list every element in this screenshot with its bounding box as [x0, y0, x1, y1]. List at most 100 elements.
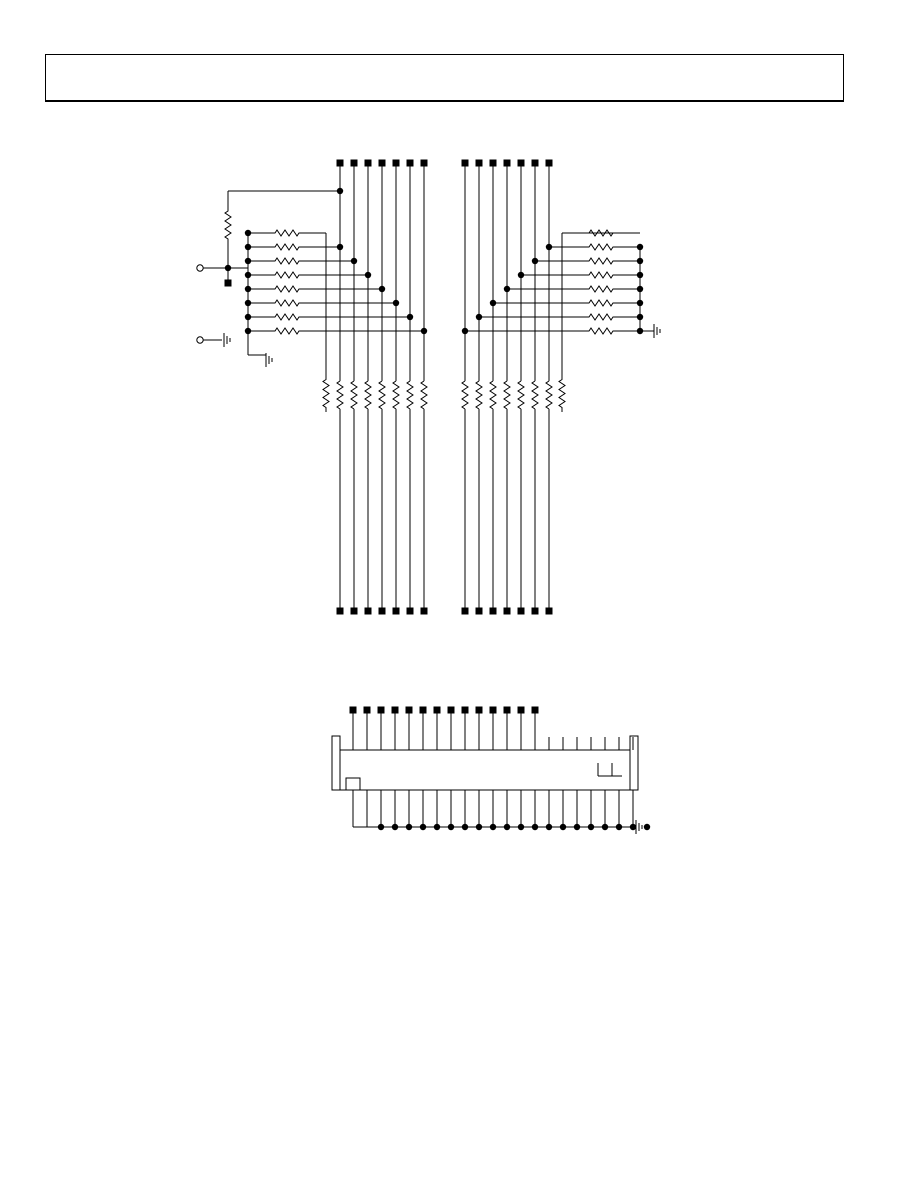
bottom-pin-right	[503, 607, 511, 615]
junction-dot	[636, 243, 644, 251]
junction-dot	[636, 313, 644, 321]
series-resistor-left	[392, 380, 400, 410]
connector-top-pin	[349, 706, 357, 714]
connector-top-pin	[447, 706, 455, 714]
connector-body	[339, 749, 631, 791]
bottom-pin-right	[545, 607, 553, 615]
top-pin-right	[517, 159, 525, 167]
series-resistor-left	[378, 380, 386, 410]
junction-dot	[244, 285, 252, 293]
pullup-resistor-left	[248, 299, 326, 307]
pullup-resistor-right	[562, 285, 640, 293]
series-resistor-right	[475, 380, 483, 410]
connector-top-pin	[419, 706, 427, 714]
connector-top-pin	[489, 706, 497, 714]
series-resistor-left	[420, 380, 428, 410]
series-resistor-left	[350, 380, 358, 410]
top-pin-left	[406, 159, 414, 167]
junction-dot	[244, 243, 252, 251]
connector-top-pin	[461, 706, 469, 714]
bottom-pin-left	[364, 607, 372, 615]
top-pin-left	[392, 159, 400, 167]
connector-top-pin	[475, 706, 483, 714]
top-pin-left	[350, 159, 358, 167]
junction-dot	[503, 285, 511, 293]
connector-top-pin	[377, 706, 385, 714]
junction-dot	[517, 271, 525, 279]
pullup-resistor-right	[562, 299, 640, 307]
pullup-resistor-right	[562, 257, 640, 265]
bottom-pin-left	[336, 607, 344, 615]
junction-dot	[244, 271, 252, 279]
bottom-pin-left	[420, 607, 428, 615]
pullup-resistor-left	[248, 243, 326, 251]
junction-dot	[643, 823, 651, 831]
bottom-pin-right	[517, 607, 525, 615]
stub-resistor-right	[558, 375, 566, 412]
junction-dot	[461, 327, 469, 335]
series-resistor-right	[461, 380, 469, 410]
connector-left-latch	[331, 735, 341, 791]
bottom-pin-right	[461, 607, 469, 615]
bottom-pin-right	[489, 607, 497, 615]
ground-symbol	[265, 353, 273, 367]
junction-dot	[244, 313, 252, 321]
connector-top-pin	[391, 706, 399, 714]
pullup-resistor-left	[248, 257, 326, 265]
top-pin-left	[364, 159, 372, 167]
junction-dot	[350, 257, 358, 265]
bottom-pin-left	[406, 607, 414, 615]
series-resistor-left	[336, 380, 344, 410]
junction-dot	[392, 299, 400, 307]
junction-dot	[244, 299, 252, 307]
pullup-resistor-right	[562, 313, 640, 321]
pullup-resistor-right	[562, 327, 640, 335]
series-resistor-left	[406, 380, 414, 410]
series-resistor-right	[489, 380, 497, 410]
junction-dot	[636, 271, 644, 279]
bottom-pin-left	[392, 607, 400, 615]
series-resistor-right	[531, 380, 539, 410]
junction-dot	[406, 313, 414, 321]
series-resistor-left	[364, 380, 372, 410]
pullup-resistor-left	[248, 327, 326, 335]
connector-key	[345, 777, 361, 791]
junction-dot	[475, 313, 483, 321]
ground-symbol	[653, 324, 661, 338]
junction-dot	[364, 271, 372, 279]
junction-dot	[244, 327, 252, 335]
junction-dot	[336, 187, 344, 195]
pullup-resistor-right	[562, 271, 640, 279]
header-box	[45, 54, 844, 102]
series-resistor-right	[545, 380, 553, 410]
top-pin-left	[336, 159, 344, 167]
pullup-resistor-right	[562, 243, 640, 251]
junction-dot	[636, 257, 644, 265]
junction-dot	[336, 243, 344, 251]
bottom-pin-right	[531, 607, 539, 615]
ground-symbol	[635, 820, 643, 834]
junction-dot	[244, 257, 252, 265]
series-resistor-right	[517, 380, 525, 410]
top-pin-left	[420, 159, 428, 167]
pullup-resistor-left	[248, 229, 326, 237]
feed-resistor	[224, 210, 232, 240]
top-schematic	[196, 159, 661, 615]
stub-resistor-left	[322, 375, 330, 412]
top-pin-right	[531, 159, 539, 167]
connector-top-pin	[405, 706, 413, 714]
junction-dot	[531, 257, 539, 265]
bottom-pin-left	[378, 607, 386, 615]
series-resistor-right	[503, 380, 511, 410]
junction-dot	[636, 299, 644, 307]
connector-top-pin	[363, 706, 371, 714]
top-pin-right	[545, 159, 553, 167]
connector-right-latch	[629, 735, 639, 791]
top-pin-right	[475, 159, 483, 167]
pin-square	[224, 279, 232, 287]
junction-dot	[489, 299, 497, 307]
bottom-connector-schematic	[331, 706, 651, 834]
connector-top-pin	[433, 706, 441, 714]
junction-dot	[378, 285, 386, 293]
